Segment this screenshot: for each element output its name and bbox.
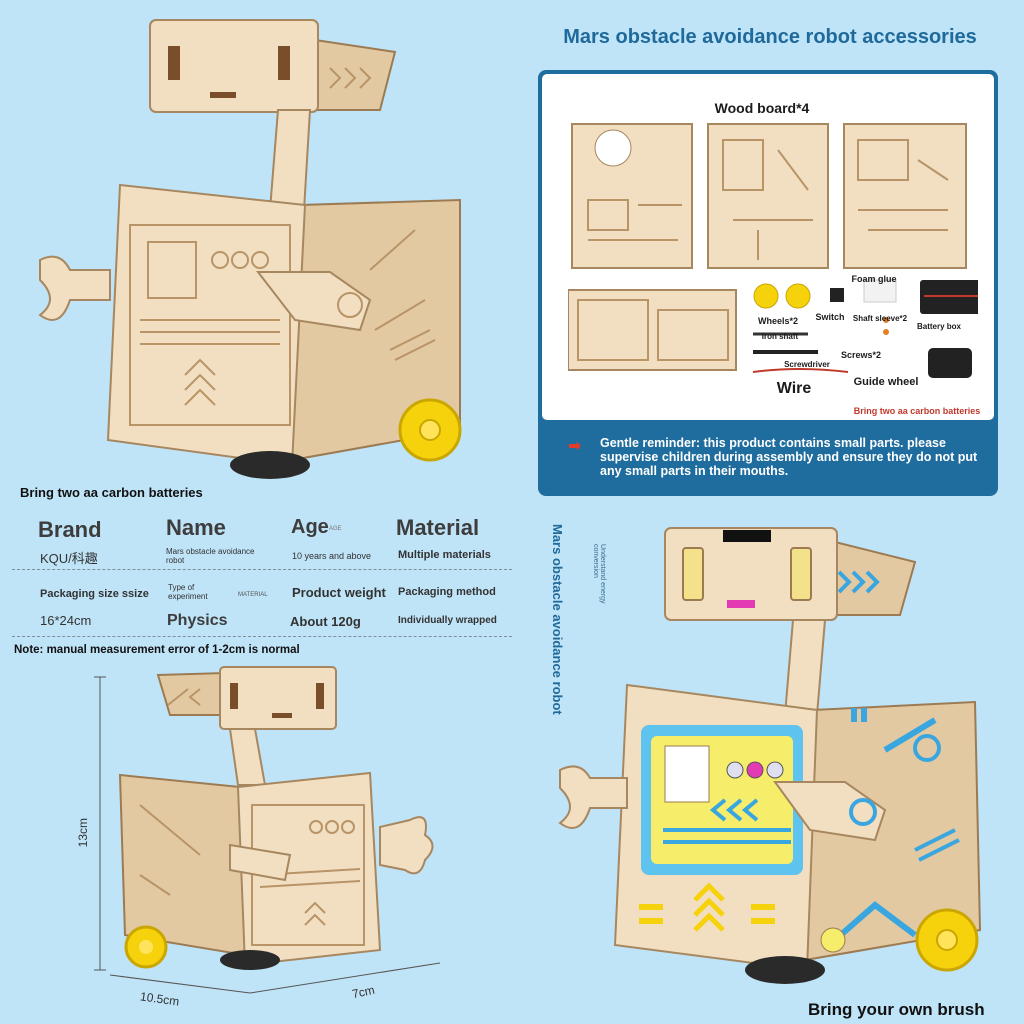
age-value: 10 years and above	[292, 551, 372, 561]
weight-value: About 120g	[290, 614, 361, 629]
battery-box-label: Battery box	[916, 322, 961, 331]
side-vertical-small: Understand energy conversion	[592, 544, 606, 604]
age-small: AGE	[329, 526, 342, 532]
divider-1	[12, 569, 512, 570]
batteries-note: Bring two aa carbon batteries	[853, 406, 981, 416]
type-label: Type of experiment	[168, 583, 208, 601]
shaft-sleeve-label: Shaft sleeve*2	[852, 314, 908, 323]
weight-label: Product weight	[292, 585, 386, 600]
accessories-inner: Wood board*4 Foam glue Whe	[542, 74, 994, 420]
bottom-right-caption: Bring your own brush	[808, 1000, 985, 1019]
divider-2	[12, 636, 512, 637]
measurement-note: Note: manual measurement error of 1-2cm …	[14, 644, 300, 656]
guide-wheel-label: Guide wheel	[853, 376, 919, 388]
brand-label: Brand	[38, 517, 102, 542]
iron-shaft-label: Iron shaft	[761, 332, 799, 341]
top-left-caption: Bring two aa carbon batteries	[20, 485, 203, 500]
wood-board-label: Wood board*4	[714, 100, 810, 116]
arrow-right-icon: ➡	[568, 438, 582, 455]
switch-label: Switch	[815, 312, 845, 322]
type-value: Physics	[167, 612, 228, 629]
method-label: Packaging method	[398, 586, 496, 598]
name-label: Name	[166, 515, 226, 540]
wheels-label: Wheels*2	[757, 316, 799, 326]
robot-painted-image	[558, 527, 982, 984]
material-value: Multiple materials	[398, 549, 491, 561]
accessories-title: Mars obstacle avoidance robot accessorie…	[563, 26, 977, 48]
screwdriver-label: Screwdriver	[784, 360, 830, 369]
accessories-panel: Wood board*4 Foam glue Whe	[538, 70, 998, 496]
robot-dimensions-image	[94, 666, 441, 994]
side-vertical-title: Mars obstacle avoidance robot	[550, 524, 565, 715]
pack-size-label: Packaging size ssize	[40, 588, 149, 600]
screws-label: Screws*2	[840, 350, 882, 360]
type-small: MATERIAL	[238, 592, 268, 598]
foam-glue-label: Foam glue	[851, 274, 897, 284]
wood-boards-image	[568, 123, 978, 378]
material-label: Material	[396, 515, 480, 540]
name-value: Mars obstacle avoidance robot	[166, 547, 255, 565]
robot-front-view-image	[38, 19, 462, 479]
brand-value: KQU/科趣	[40, 551, 98, 566]
age-label: Age	[291, 516, 329, 538]
method-value: Individually wrapped	[398, 615, 497, 626]
reminder-text: Gentle reminder: this product contains s…	[600, 436, 978, 478]
pack-size-value: 16*24cm	[40, 613, 92, 628]
height-dimension: 13cm	[76, 818, 90, 848]
wire-label: Wire	[776, 380, 812, 397]
